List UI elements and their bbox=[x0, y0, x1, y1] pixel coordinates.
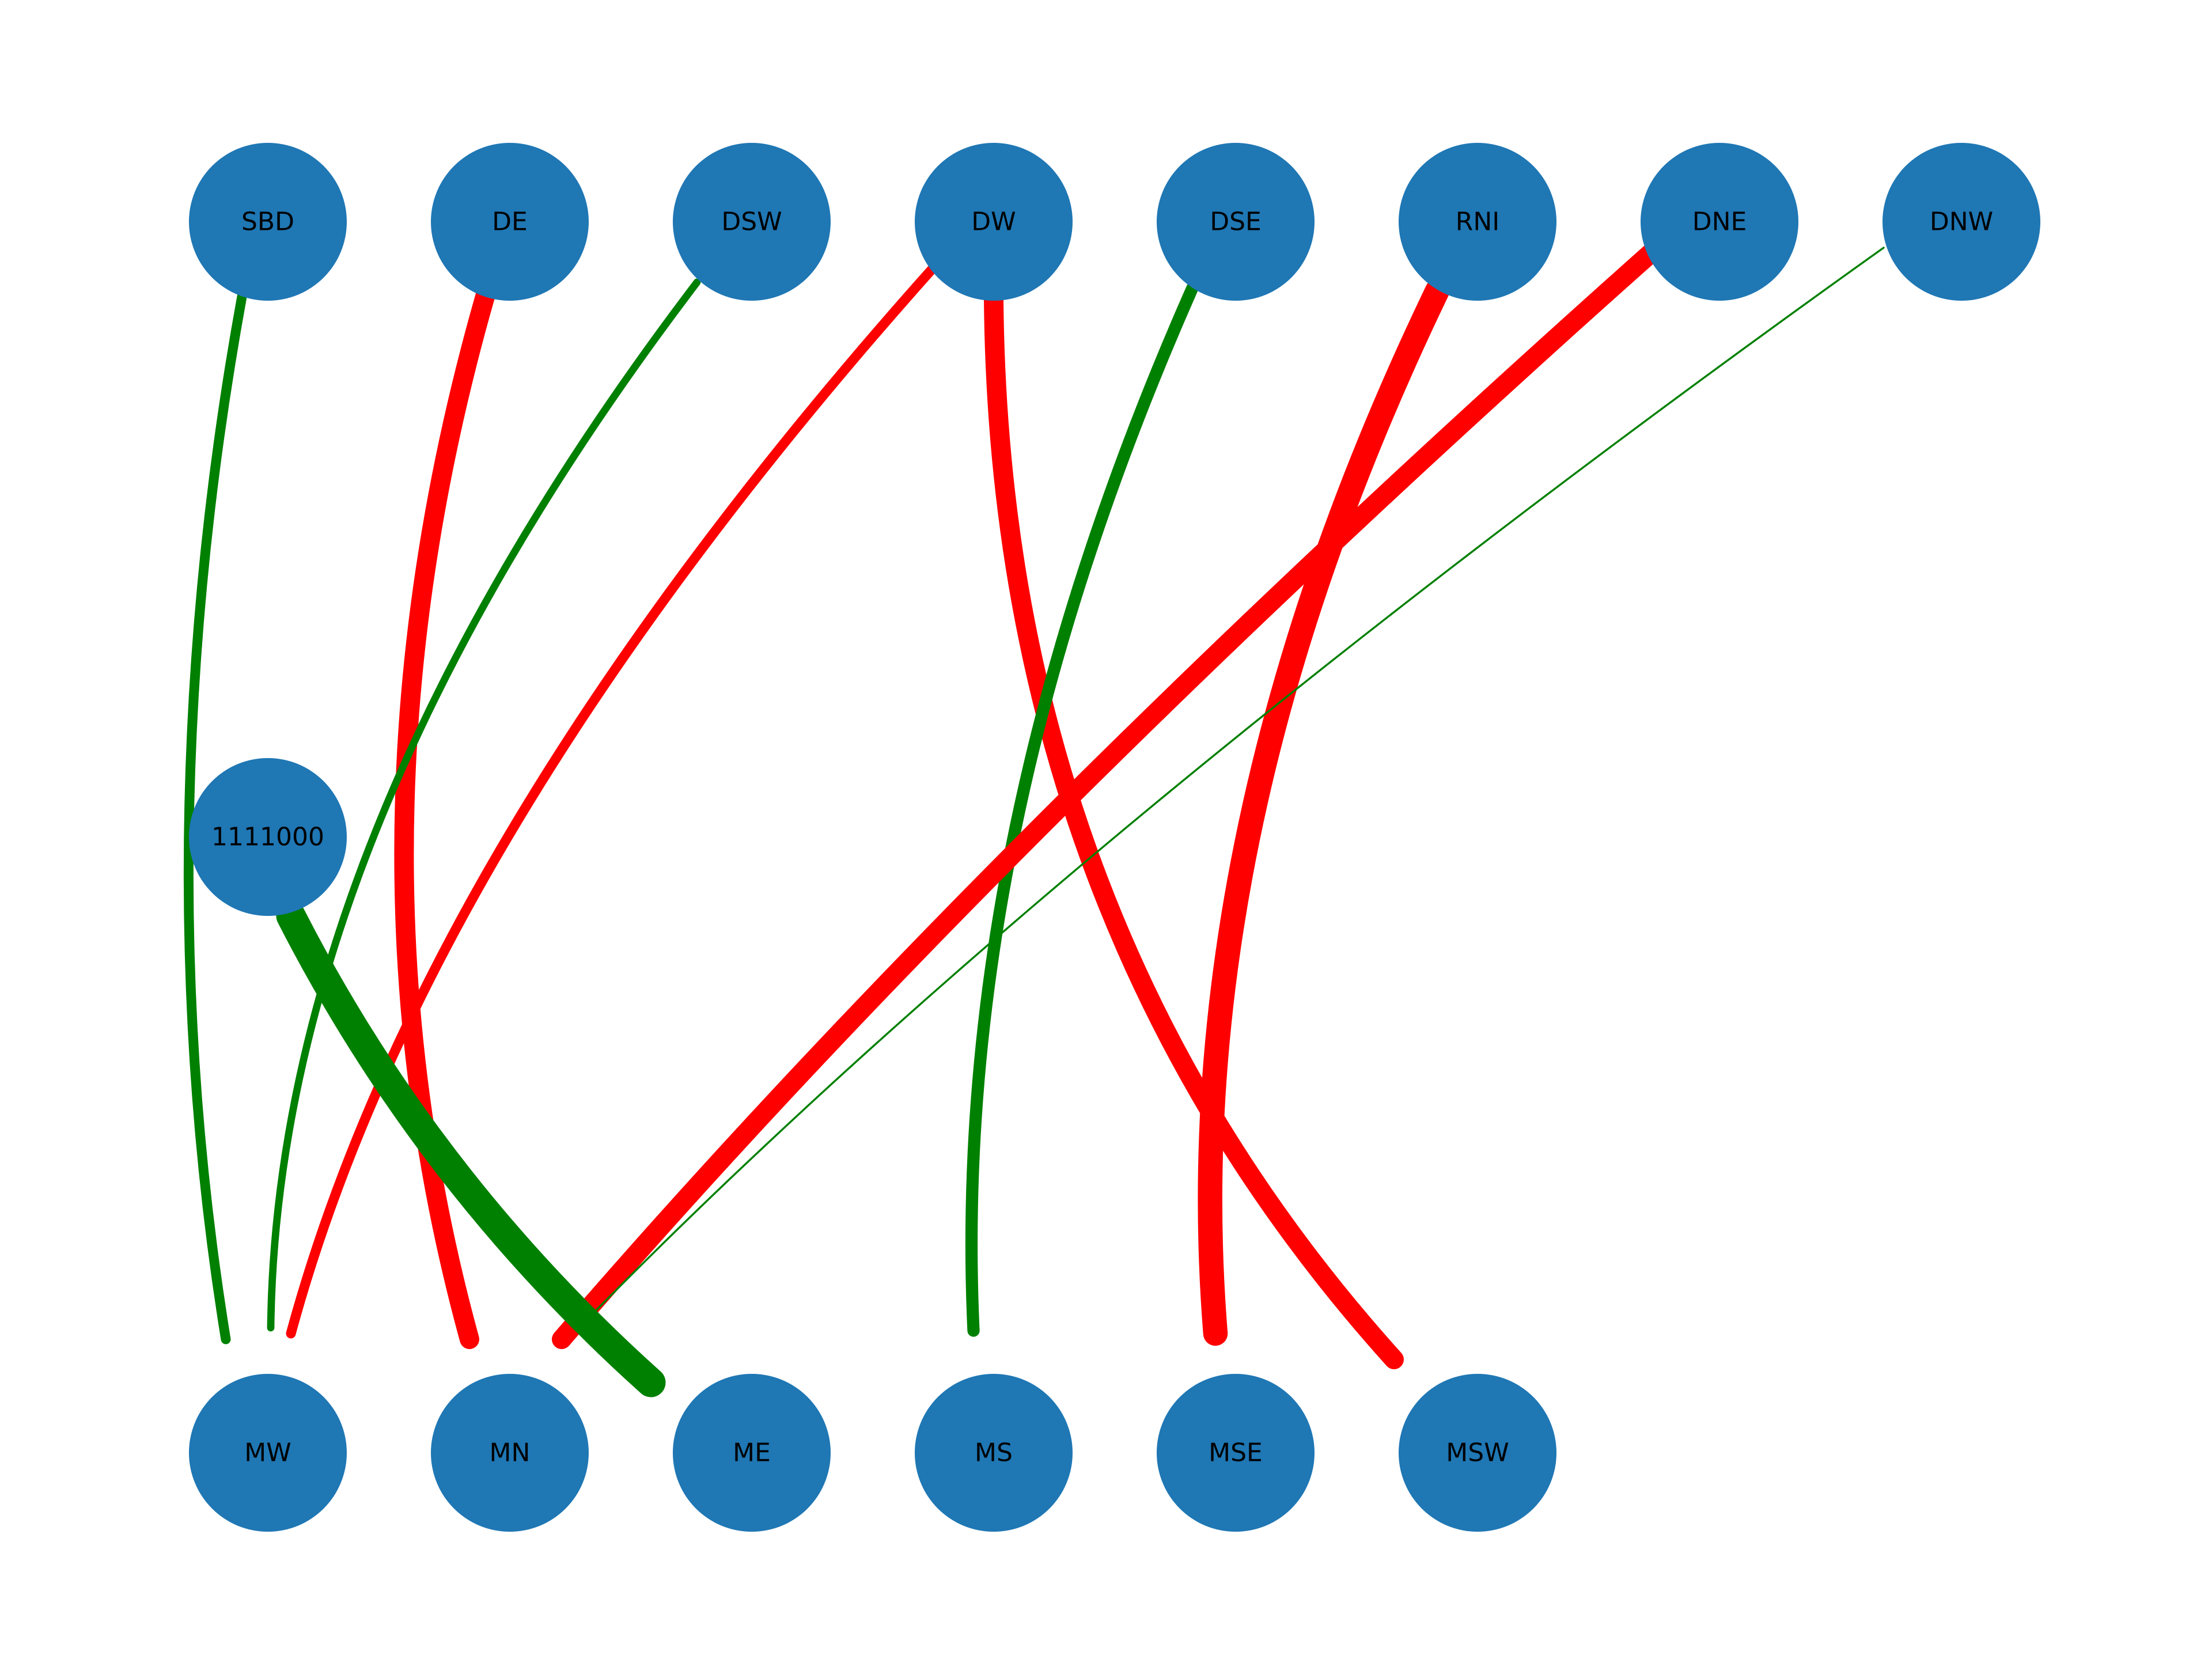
node-ME: ME bbox=[673, 1374, 831, 1532]
edge-DSW-MW bbox=[267, 278, 701, 1332]
node-label-MW: MW bbox=[244, 1438, 291, 1468]
edges-layer bbox=[183, 244, 1885, 1397]
node-label-DNE: DNE bbox=[1692, 207, 1747, 237]
node-1111000: 1111000 bbox=[189, 758, 347, 916]
node-label-DE: DE bbox=[492, 207, 528, 237]
node-DNW: DNW bbox=[1883, 143, 2040, 301]
node-label-ME: ME bbox=[733, 1438, 771, 1468]
edge-DW-MW bbox=[286, 263, 938, 1339]
node-DE: DE bbox=[431, 143, 589, 301]
node-MSE: MSE bbox=[1157, 1374, 1315, 1532]
node-label-DW: DW bbox=[971, 207, 1016, 237]
node-MS: MS bbox=[915, 1374, 1073, 1532]
edge-DW-MSW bbox=[984, 290, 1404, 1369]
node-label-MSW: MSW bbox=[1446, 1438, 1509, 1468]
node-MN: MN bbox=[431, 1374, 589, 1532]
node-label-SBD: SBD bbox=[241, 207, 294, 237]
edge-1111000-ME bbox=[276, 901, 666, 1397]
node-SBD: SBD bbox=[189, 143, 347, 301]
edge-RNI-MSE bbox=[1198, 278, 1450, 1346]
node-label-DNW: DNW bbox=[1930, 207, 1993, 237]
node-MSW: MSW bbox=[1399, 1374, 1556, 1532]
edge-DE-MN bbox=[394, 287, 495, 1349]
node-DW: DW bbox=[915, 143, 1073, 301]
node-label-DSW: DSW bbox=[721, 207, 782, 237]
node-DNE: DNE bbox=[1641, 143, 1798, 301]
edge-DSE-MS bbox=[965, 282, 1199, 1337]
node-RNI: RNI bbox=[1399, 143, 1556, 301]
edge-DNE-MN bbox=[552, 244, 1660, 1349]
node-DSW: DSW bbox=[673, 143, 831, 301]
node-label-MN: MN bbox=[490, 1438, 531, 1468]
node-label-DSE: DSE bbox=[1210, 207, 1262, 237]
node-label-RNI: RNI bbox=[1456, 207, 1499, 237]
node-label-1111000: 1111000 bbox=[211, 823, 324, 852]
node-DSE: DSE bbox=[1157, 143, 1315, 301]
edge-SBD-MW bbox=[183, 291, 247, 1344]
node-label-MS: MS bbox=[975, 1438, 1013, 1468]
node-label-MSE: MSE bbox=[1209, 1438, 1263, 1468]
node-MW: MW bbox=[189, 1374, 347, 1532]
edge-DNW-MN bbox=[578, 247, 1885, 1329]
nodes-layer: SBD DE DSW DW DSE RNI DNE DNW bbox=[189, 143, 2040, 1532]
